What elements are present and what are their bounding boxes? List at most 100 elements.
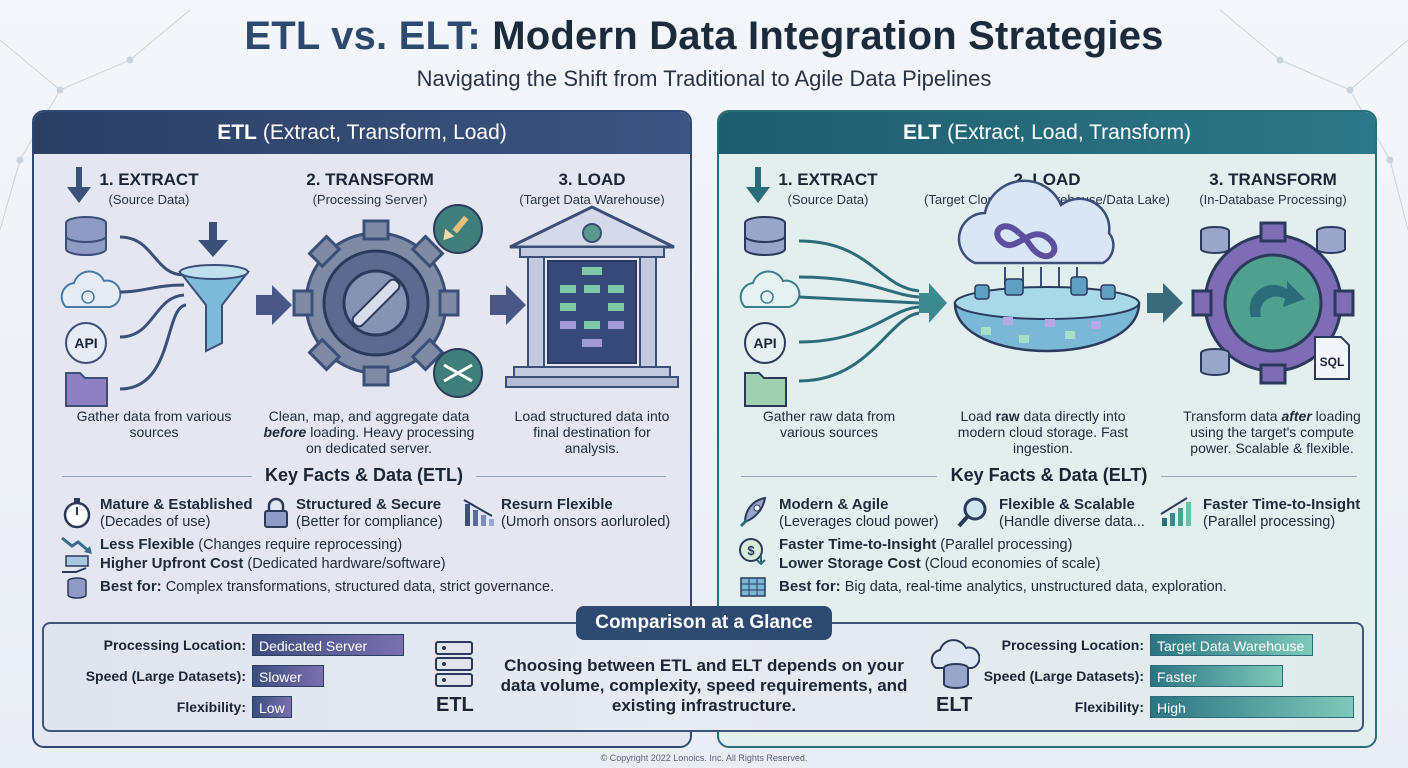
elt-step-extract-desc: Gather raw data from various sources — [762, 408, 896, 440]
elt-fact-faster-2-text: (Parallel processing) — [940, 537, 1073, 553]
etl-fact-flexible-bold: Resurn Flexible — [501, 496, 613, 513]
data-warehouse-icon — [505, 205, 679, 388]
etl-fact-cost-bold: Higher Upfront Cost — [100, 555, 244, 572]
elt-load-desc-post: data directly into modern cloud storage.… — [957, 408, 1129, 456]
elt-step-transform: 3. TRANSFORM (In-Database Processing) — [1185, 170, 1361, 207]
elt-fact-storage-bold: Lower Storage Cost — [779, 555, 921, 572]
elt-key-facts-title: Key Facts & Data (ELT) — [950, 465, 1148, 485]
elt-fact-modern-text: (Leverages cloud power) — [779, 514, 939, 530]
funnel-icon — [177, 264, 251, 353]
etl-fact-best-for-bold: Best for: — [100, 578, 162, 595]
etl-step-transform: 2. TRANSFORM (Processing Server) — [270, 170, 470, 207]
page-subtitle: Navigating the Shift from Traditional to… — [416, 66, 992, 91]
etl-fact-less-flexible-bold: Less Flexible — [100, 536, 195, 553]
down-arrow-icon — [746, 167, 770, 203]
elt-step-transform-desc: Transform data after loading using the t… — [1177, 408, 1367, 456]
database-stack-icon — [1200, 226, 1346, 376]
stopwatch-icon — [63, 498, 91, 529]
etl-step-load: 3. LOAD (Target Data Warehouse) — [494, 170, 690, 207]
elt-cmp-bar-location: Target Data Warehouse — [1150, 634, 1313, 656]
data-lake-icon — [953, 276, 1141, 353]
etl-step-extract-title: 1. EXTRACT — [99, 170, 199, 189]
etl-step-extract: 1. EXTRACT (Source Data) — [74, 170, 224, 207]
cloud-sync-icon — [60, 270, 122, 308]
elt-transform-desc-pre: Transform data — [1183, 408, 1282, 424]
elt-header-bold: ELT — [902, 121, 942, 144]
lock-icon — [264, 497, 288, 528]
elt-sql-label: SQL — [1320, 355, 1345, 369]
etl-flow-illustration: API — [60, 167, 679, 407]
sql-file-icon: SQL — [1314, 336, 1350, 380]
etl-step-load-title: 3. LOAD — [558, 170, 626, 189]
etl-cmp-label-location: Processing Location: — [103, 637, 246, 653]
etl-transform-desc-em: before — [263, 424, 307, 440]
cloud-database-icon — [930, 639, 980, 689]
etl-fact-less-flexible-text: (Changes require reprocessing) — [198, 537, 403, 553]
elt-fact-modern: Modern & Agile(Leverages cloud power) — [779, 496, 955, 531]
etl-step-extract-sub: (Source Data) — [108, 192, 190, 207]
elt-transform-desc-em: after — [1281, 408, 1312, 424]
etl-fact-flexible-text: (Umorh onsors aorluroled) — [501, 514, 671, 530]
in-database-gear-icon — [1191, 221, 1355, 385]
cloud-sync-icon — [739, 270, 801, 308]
folder-icon — [744, 372, 787, 407]
bar-chart-up-icon — [1160, 497, 1191, 526]
dollar-down-icon: $ — [739, 538, 766, 566]
elt-fact-faster-bold: Faster Time-to-Insight — [1203, 496, 1361, 513]
shuffle-badge-icon — [433, 348, 483, 398]
copyright-text: © Copyright 2022 Lonoics. Inc. All Right… — [600, 753, 808, 763]
elt-transform-desc-post: loading using the target's compute power… — [1190, 408, 1361, 456]
comparison-title: Comparison at a Glance — [576, 606, 832, 640]
elt-load-desc-pre: Load — [960, 408, 996, 424]
etl-cmp-bar-location: Dedicated Server — [252, 634, 404, 656]
etl-cmp-label-flexibility: Flexibility: — [176, 699, 246, 715]
elt-flow-illustration: API — [739, 167, 1355, 407]
api-globe-icon: API — [744, 322, 786, 364]
svg-text:$: $ — [747, 543, 755, 558]
elt-fact-best-for: Best for: Big data, real-time analytics,… — [779, 578, 1359, 596]
elt-fact-faster-2: Faster Time-to-Insight (Parallel process… — [779, 536, 1339, 554]
comparison-center-text: Choosing between ETL and ELT depends on … — [500, 656, 908, 715]
page-title: ETL vs. ELT: Modern Data Integration Str… — [0, 14, 1408, 59]
elt-cmp-label-location: Processing Location: — [1001, 637, 1144, 653]
down-arrow-icon — [67, 167, 91, 203]
brush-badge-icon — [433, 204, 483, 254]
elt-fact-flexible-text: (Handle diverse data... — [999, 514, 1145, 530]
etl-fact-less-flexible: Less Flexible (Changes require reprocess… — [100, 536, 660, 554]
elt-fact-best-for-text: Big data, real-time analytics, unstructu… — [844, 579, 1227, 595]
elt-fact-faster: Faster Time-to-Insight(Parallel processi… — [1203, 496, 1375, 531]
etl-transform-desc-post: loading. Heavy processing on dedicated s… — [305, 424, 475, 456]
etl-transform-desc-pre: Clean, map, and aggregate data — [268, 408, 470, 424]
etl-fact-structured: Structured & Secure(Better for complianc… — [296, 496, 466, 531]
elt-fact-faster-text: (Parallel processing) — [1203, 514, 1336, 530]
elt-fact-modern-bold: Modern & Agile — [779, 496, 889, 513]
elt-fact-storage-text: (Cloud economies of scale) — [924, 556, 1101, 572]
elt-cmp-bar-speed: Faster — [1150, 665, 1283, 687]
etl-fact-cost: Higher Upfront Cost (Dedicated hardware/… — [100, 555, 660, 573]
cloud-infinity-icon — [957, 179, 1115, 265]
money-hand-icon — [62, 555, 89, 573]
etl-step-transform-title: 2. TRANSFORM — [306, 170, 434, 189]
elt-fact-flexible-bold: Flexible & Scalable — [999, 496, 1135, 513]
elt-step-extract-title: 1. EXTRACT — [778, 170, 878, 189]
processing-gear-icon — [292, 219, 460, 387]
bar-chart-down-icon — [463, 499, 494, 526]
data-lake-small-icon — [740, 577, 766, 597]
elt-step-load-desc: Load raw data directly into modern cloud… — [945, 408, 1141, 456]
etl-fact-best-for-text: Complex transformations, structured data… — [165, 579, 555, 595]
etl-fact-mature-bold: Mature & Established — [100, 496, 253, 513]
api-globe-icon: API — [65, 322, 107, 364]
elt-cmp-bar-flexibility: High — [1150, 696, 1354, 718]
elt-step-transform-title: 3. TRANSFORM — [1209, 170, 1337, 189]
etl-header-rest: (Extract, Transform, Load) — [262, 121, 507, 144]
elt-load-desc-em: raw — [995, 408, 1020, 424]
elt-fact-faster-2-bold: Faster Time-to-Insight — [779, 536, 937, 553]
etl-step-transform-sub: (Processing Server) — [312, 192, 428, 207]
etl-step-extract-desc: Gather data from various sources — [76, 408, 232, 440]
elt-fact-flexible: Flexible & Scalable(Handle diverse data.… — [999, 496, 1163, 531]
funnel-down-arrow-icon — [198, 222, 228, 257]
elt-panel-header: ELT (Extract, Load, Transform) — [719, 112, 1375, 154]
etl-step-transform-desc: Clean, map, and aggregate data before lo… — [260, 408, 478, 456]
etl-tag: ETL — [436, 694, 474, 716]
